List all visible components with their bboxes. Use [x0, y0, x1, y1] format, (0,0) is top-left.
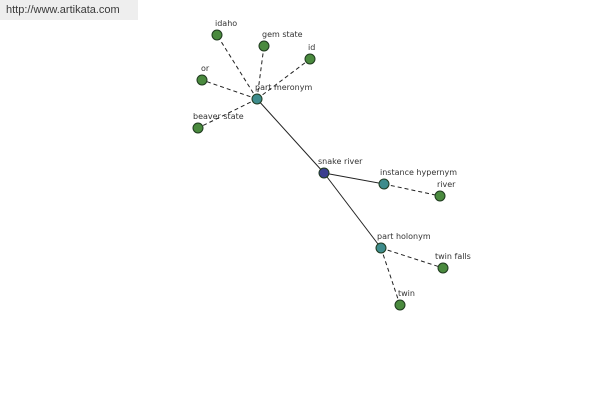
- node-label-beaver-state[interactable]: beaver state: [193, 112, 244, 121]
- edge-snake-river-to-part-holonym: [323, 172, 382, 249]
- edge-part-holonym-to-twin-falls: [380, 247, 444, 269]
- node-river[interactable]: [434, 190, 446, 202]
- node-label-twin-falls[interactable]: twin falls: [435, 252, 471, 261]
- node-label-id[interactable]: id: [308, 43, 315, 52]
- url-banner[interactable]: http://www.artikata.com: [0, 0, 138, 20]
- node-label-gem-state[interactable]: gem state: [262, 30, 303, 39]
- edge-snake-river-to-instance-hypernym: [323, 172, 385, 185]
- node-instance-hypernym[interactable]: [378, 178, 390, 190]
- node-label-idaho[interactable]: idaho: [215, 19, 237, 28]
- edge-instance-hypernym-to-river: [383, 183, 441, 197]
- node-label-instance-hypernym[interactable]: instance hypernym: [380, 168, 457, 177]
- node-snake-river[interactable]: [318, 167, 330, 179]
- node-label-part-meronym[interactable]: part meronym: [255, 83, 312, 92]
- node-layer: [192, 29, 449, 311]
- node-twin-falls[interactable]: [437, 262, 449, 274]
- node-label-or[interactable]: or: [201, 64, 210, 73]
- node-part-meronym[interactable]: [251, 93, 263, 105]
- node-label-river[interactable]: river: [437, 180, 456, 189]
- node-beaver-state[interactable]: [192, 122, 204, 134]
- edge-snake-river-to-part-meronym: [256, 98, 325, 174]
- edge-layer: [197, 34, 444, 306]
- node-label-part-holonym[interactable]: part holonym: [377, 232, 431, 241]
- node-label-snake-river[interactable]: snake river: [318, 157, 363, 166]
- node-idaho[interactable]: [211, 29, 223, 41]
- node-gem-state[interactable]: [258, 40, 270, 52]
- node-part-holonym[interactable]: [375, 242, 387, 254]
- node-id[interactable]: [304, 53, 316, 65]
- edge-part-meronym-to-or: [201, 79, 258, 100]
- edge-part-meronym-to-beaver-state: [197, 98, 258, 129]
- edge-part-meronym-to-id: [256, 58, 311, 100]
- edge-part-meronym-to-gem-state: [256, 45, 265, 100]
- edge-part-holonym-to-twin: [380, 247, 401, 306]
- edge-part-meronym-to-idaho: [216, 34, 258, 100]
- node-label-twin[interactable]: twin: [398, 289, 415, 298]
- node-or[interactable]: [196, 74, 208, 86]
- label-layer: snake river part meronym instance hypernym…: [193, 19, 471, 298]
- node-twin[interactable]: [394, 299, 406, 311]
